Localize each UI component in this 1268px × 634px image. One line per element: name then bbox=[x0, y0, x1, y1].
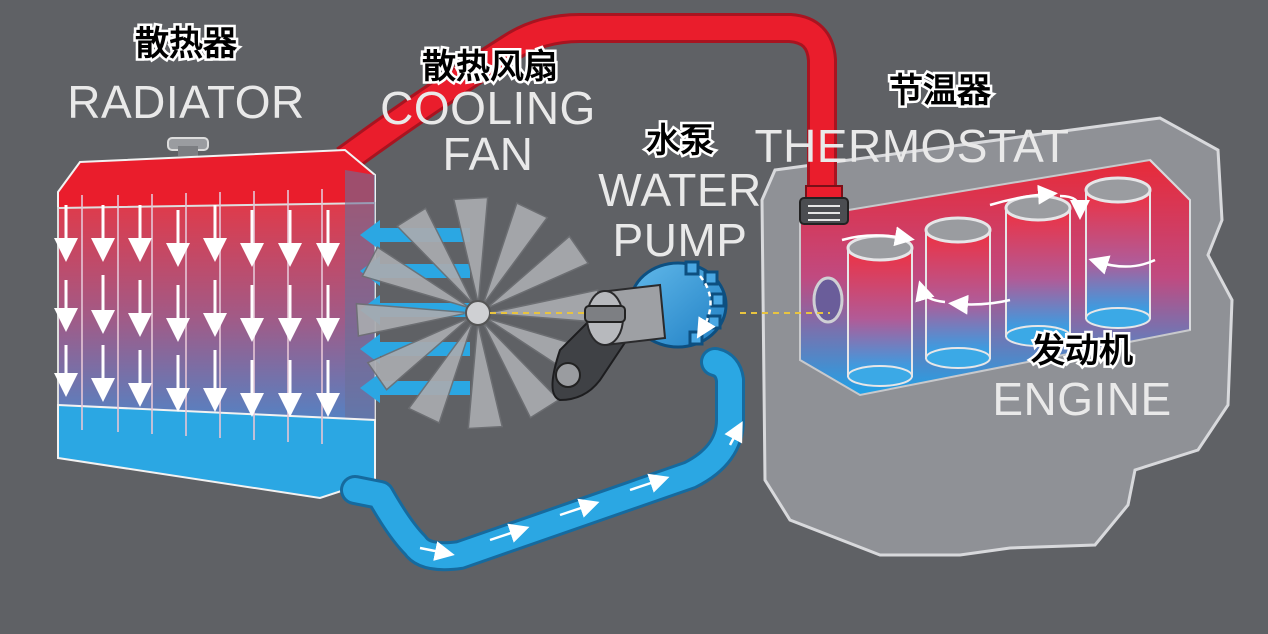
fan-blade bbox=[483, 202, 549, 303]
hot-coolant-hose bbox=[336, 13, 837, 190]
fan-blade bbox=[467, 326, 504, 430]
label-pump-zh: 水泵 bbox=[646, 121, 714, 161]
label-radiator: 散热器 RADIATOR bbox=[67, 22, 304, 129]
water-pump bbox=[584, 260, 728, 349]
label-thermostat: 节温器 THERMOSTAT bbox=[754, 69, 1069, 173]
fan-blade bbox=[452, 196, 489, 300]
pump-impeller bbox=[684, 260, 726, 346]
label-fan-en-line2: FAN bbox=[443, 128, 534, 180]
fan-blades bbox=[355, 196, 601, 430]
label-thermostat-zh: 节温器 bbox=[889, 71, 992, 111]
cylinder-2 bbox=[924, 216, 992, 369]
radiator-flow-arrows bbox=[54, 205, 340, 417]
engine-port bbox=[812, 276, 844, 324]
fan-blade bbox=[361, 246, 468, 308]
label-thermostat-en: THERMOSTAT bbox=[754, 120, 1069, 172]
label-water-pump: 水泵 WATER PUMP bbox=[598, 119, 761, 267]
label-radiator-zh: 散热器 bbox=[135, 24, 238, 64]
label-engine-zh: 发动机 bbox=[1031, 331, 1133, 371]
cylinder-1 bbox=[846, 234, 914, 387]
cylinder-3 bbox=[1004, 194, 1072, 347]
engine-flow-arrows bbox=[841, 184, 1156, 315]
label-pump-en-line1: WATER bbox=[598, 164, 761, 216]
thermostat bbox=[799, 185, 849, 225]
label-radiator-en: RADIATOR bbox=[67, 76, 304, 128]
cooling-fan bbox=[355, 196, 601, 430]
label-fan-zh: 散热风扇 bbox=[422, 47, 558, 87]
fan-blade bbox=[407, 323, 473, 424]
fan-blade bbox=[355, 302, 465, 337]
fan-blade bbox=[483, 323, 560, 419]
fan-hub bbox=[465, 300, 491, 326]
cylinder-4 bbox=[1084, 176, 1152, 329]
label-fan-en-line1: COOLING bbox=[380, 82, 596, 134]
cold-coolant-hose bbox=[340, 347, 745, 572]
label-engine-en: ENGINE bbox=[992, 373, 1171, 425]
pump-shaft bbox=[584, 305, 626, 323]
label-engine: 发动机 ENGINE bbox=[992, 329, 1171, 426]
fan-blade bbox=[366, 318, 468, 391]
pulley bbox=[555, 362, 581, 388]
label-cooling-fan: 散热风扇 COOLING FAN bbox=[380, 45, 596, 181]
fan-blade bbox=[488, 235, 590, 308]
fan-blade bbox=[396, 207, 473, 303]
radiator bbox=[54, 137, 376, 500]
cold-hose-flow-arrows bbox=[419, 421, 743, 561]
label-pump-en-line2: PUMP bbox=[613, 214, 748, 266]
